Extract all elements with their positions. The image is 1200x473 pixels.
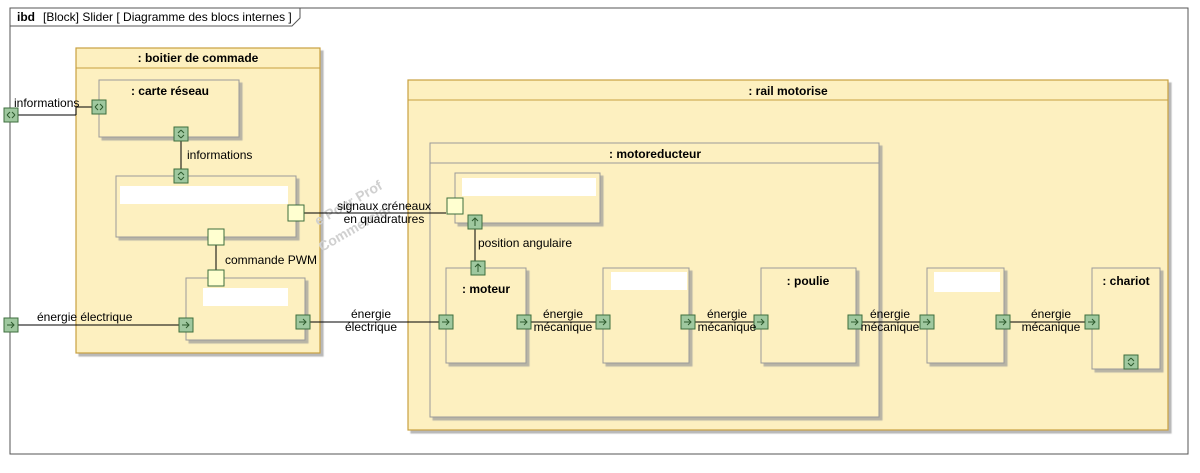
block-boitier-title: : boitier de commade bbox=[138, 51, 259, 65]
block-poulie[interactable] bbox=[760, 267, 857, 364]
block-carte-reseau-title: : carte réseau bbox=[131, 84, 209, 98]
flow-label-position: position angulaire bbox=[478, 236, 572, 250]
port-variateur-out[interactable] bbox=[295, 314, 311, 330]
frame-tab bbox=[10, 8, 301, 27]
port-chariot-out[interactable] bbox=[1123, 354, 1139, 370]
flow-label-meca4-1: énergie bbox=[1031, 307, 1071, 321]
block-poulie-title: : poulie bbox=[787, 274, 830, 288]
redacted-label bbox=[934, 272, 1000, 292]
flow-label-meca1-1: énergie bbox=[543, 307, 583, 321]
flow-label-energie-elec-2: électrique bbox=[345, 320, 397, 334]
block-rail-title: : rail motorise bbox=[748, 84, 828, 98]
port-reducteur-out[interactable] bbox=[680, 314, 696, 330]
flow-label-informations-int: informations bbox=[187, 148, 252, 162]
flow-label-signaux-2: en quadratures bbox=[344, 212, 425, 226]
port-reducteur-in[interactable] bbox=[595, 314, 611, 330]
port-informations-ext[interactable] bbox=[3, 107, 19, 123]
flow-label-meca3-2: mécanique bbox=[861, 320, 920, 334]
flow-label-informations-ext: informations bbox=[14, 96, 79, 110]
frame-title: [Block] Slider [ Diagramme des blocs int… bbox=[43, 10, 292, 24]
flow-label-pwm: commande PWM bbox=[225, 253, 317, 267]
redacted-label bbox=[120, 186, 288, 204]
block-chariot-title: : chariot bbox=[1102, 274, 1149, 288]
block-controleur[interactable] bbox=[115, 175, 297, 238]
port-energie-electrique-ext[interactable] bbox=[3, 317, 19, 333]
redacted-label bbox=[203, 288, 288, 306]
port-variateur-pwm[interactable] bbox=[207, 269, 225, 287]
frame-kind: ibd bbox=[17, 10, 35, 24]
redacted-label bbox=[611, 272, 687, 290]
redacted-label bbox=[462, 178, 596, 196]
flow-label-meca2-1: énergie bbox=[707, 307, 747, 321]
port-moteur-position[interactable] bbox=[470, 260, 486, 276]
port-moteur-out[interactable] bbox=[516, 314, 532, 330]
flow-label-meca4-2: mécanique bbox=[1022, 320, 1081, 334]
port-chariot-in[interactable] bbox=[1084, 314, 1100, 330]
port-carte-reseau-out[interactable] bbox=[173, 126, 189, 142]
port-controleur-signaux[interactable] bbox=[287, 204, 305, 222]
flow-label-signaux-1: signaux créneaux bbox=[337, 199, 431, 213]
flow-label-energie-elec-1: énergie bbox=[351, 307, 391, 321]
block-variateur[interactable] bbox=[185, 277, 306, 341]
flow-label-meca3-1: énergie bbox=[870, 307, 910, 321]
port-carte-reseau-in[interactable] bbox=[91, 99, 107, 115]
port-codeur-signaux[interactable] bbox=[446, 197, 464, 215]
flow-label-meca1-2: mécanique bbox=[534, 320, 593, 334]
port-courroie-out[interactable] bbox=[995, 314, 1011, 330]
flow-label-energie-in: énergie électrique bbox=[37, 310, 133, 324]
flow-label-meca2-2: mécanique bbox=[698, 320, 757, 334]
port-controleur-info[interactable] bbox=[173, 168, 189, 184]
block-motoreducteur-title: : motoreducteur bbox=[609, 147, 701, 161]
connectors bbox=[11, 106, 1086, 326]
port-moteur-in[interactable] bbox=[438, 314, 454, 330]
port-courroie-in[interactable] bbox=[919, 314, 935, 330]
port-variateur-in[interactable] bbox=[178, 317, 194, 333]
port-codeur-position[interactable] bbox=[467, 214, 483, 230]
block-moteur-title: : moteur bbox=[462, 282, 510, 296]
port-controleur-pwm[interactable] bbox=[207, 228, 225, 246]
